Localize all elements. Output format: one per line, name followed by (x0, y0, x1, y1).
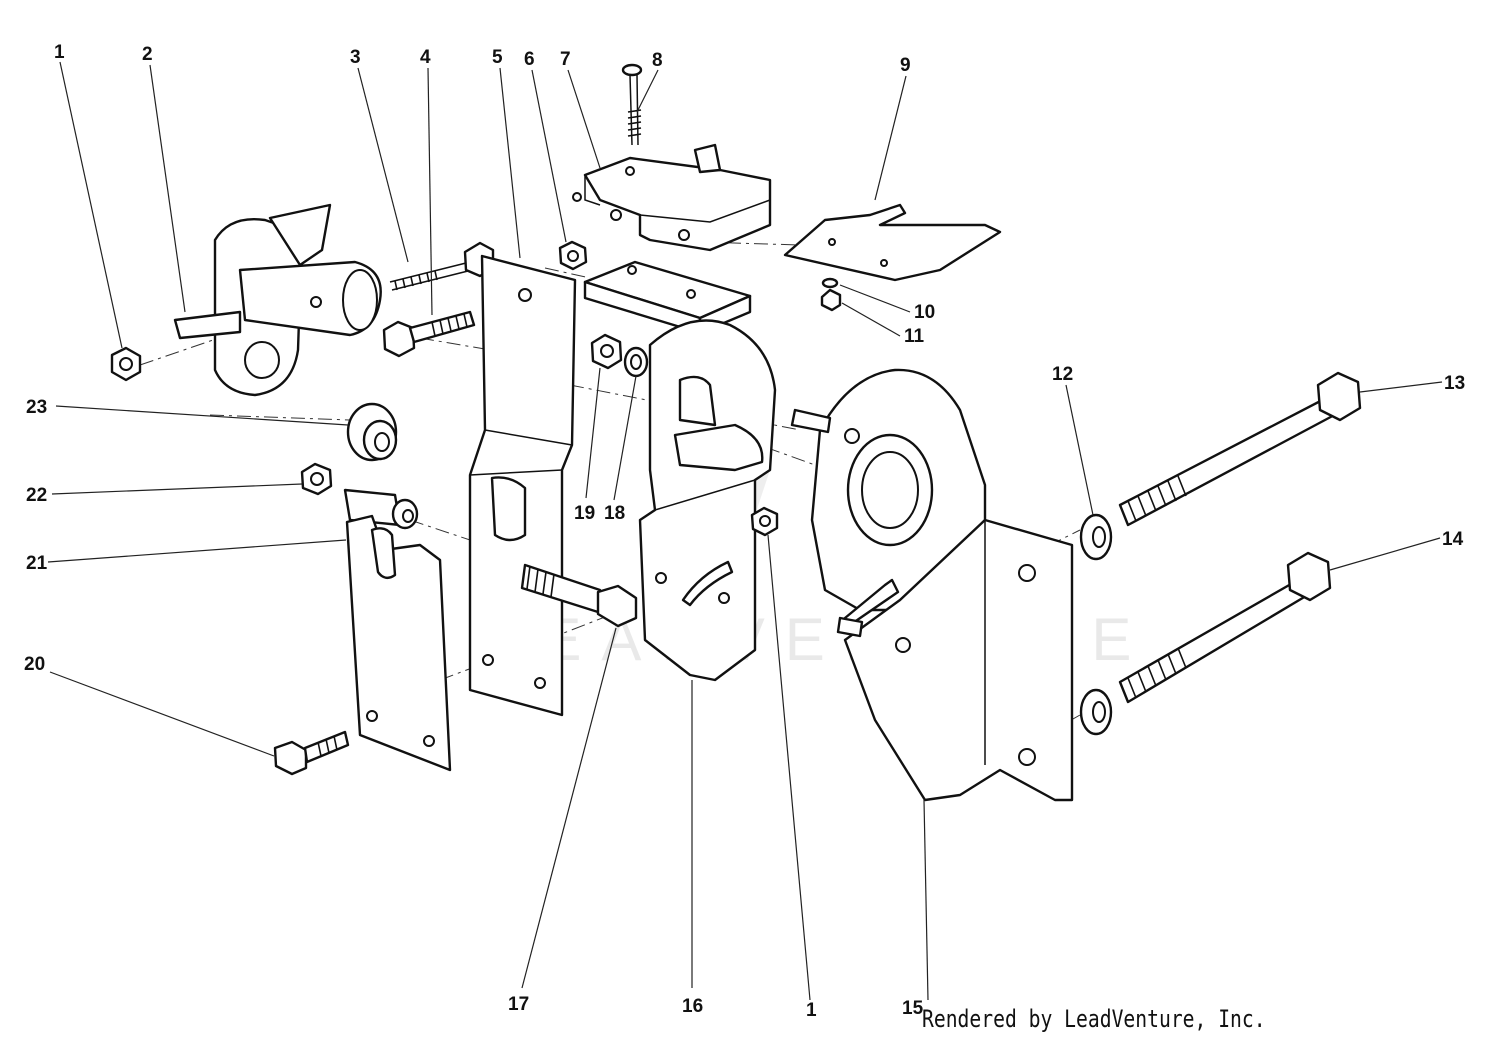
callout-15: 15 (902, 998, 924, 1019)
part-11-nut (820, 288, 842, 312)
callout-1: 1 (54, 42, 65, 63)
callout-6: 6 (524, 49, 535, 70)
callout-17: 17 (508, 994, 529, 1015)
callout-18: 18 (604, 503, 625, 524)
callout-8: 8 (652, 50, 663, 71)
callout-7: 7 (560, 49, 571, 70)
credit-text: Rendered by LeadVenture, Inc. (922, 1005, 1266, 1033)
part-19-nut (590, 333, 623, 370)
leader-lines (47, 61, 1443, 1001)
part-16-main-plate (638, 319, 777, 682)
callout-3: 3 (350, 47, 361, 68)
callout-20: 20 (24, 654, 45, 675)
part-13-long-bolt (1118, 371, 1362, 527)
callout-23: 23 (26, 397, 47, 418)
callout-4: 4 (420, 47, 431, 68)
part-17-bolt (520, 563, 638, 628)
part-10-washer (821, 277, 839, 289)
callout-10: 10 (914, 302, 935, 323)
part-18-washer (623, 346, 649, 378)
callout-22: 22 (26, 485, 47, 506)
callout-2: 2 (142, 44, 153, 65)
callout-14: 14 (1442, 529, 1464, 550)
part-22-nut (300, 462, 333, 496)
part-1-nut (110, 346, 142, 382)
part-8-screw (621, 63, 643, 146)
callout-5: 5 (492, 47, 503, 68)
part-1-nut-lower (750, 506, 779, 537)
part-21-slotted-plate (345, 514, 452, 772)
part-7-switch-block (572, 143, 772, 252)
callout-19: 19 (574, 503, 595, 524)
part-9-flat-plate (783, 203, 1002, 282)
callout-9: 9 (900, 55, 911, 76)
part-14-long-bolt (1079, 551, 1332, 736)
stud (790, 408, 864, 638)
part-2-lever-housing (173, 203, 382, 397)
callout-1-lower: 1 (806, 1000, 817, 1021)
part-12-washer (1079, 513, 1113, 561)
callout-11: 11 (904, 326, 925, 347)
part-23-bearing (346, 402, 398, 462)
callout-labels: 1 2 3 4 5 6 7 8 9 10 11 12 13 14 15 16 1… (24, 42, 1465, 1021)
part-4-bolt (382, 310, 476, 358)
part-6-nut (558, 240, 588, 271)
bushing (343, 488, 419, 530)
part-20-bolt (273, 730, 350, 776)
callout-16: 16 (682, 996, 703, 1017)
callout-13: 13 (1444, 373, 1465, 394)
callout-21: 21 (26, 553, 48, 574)
part-5-bracket-plate (468, 254, 577, 717)
part-15-rear-bracket (810, 368, 1074, 802)
callout-12: 12 (1052, 364, 1073, 385)
